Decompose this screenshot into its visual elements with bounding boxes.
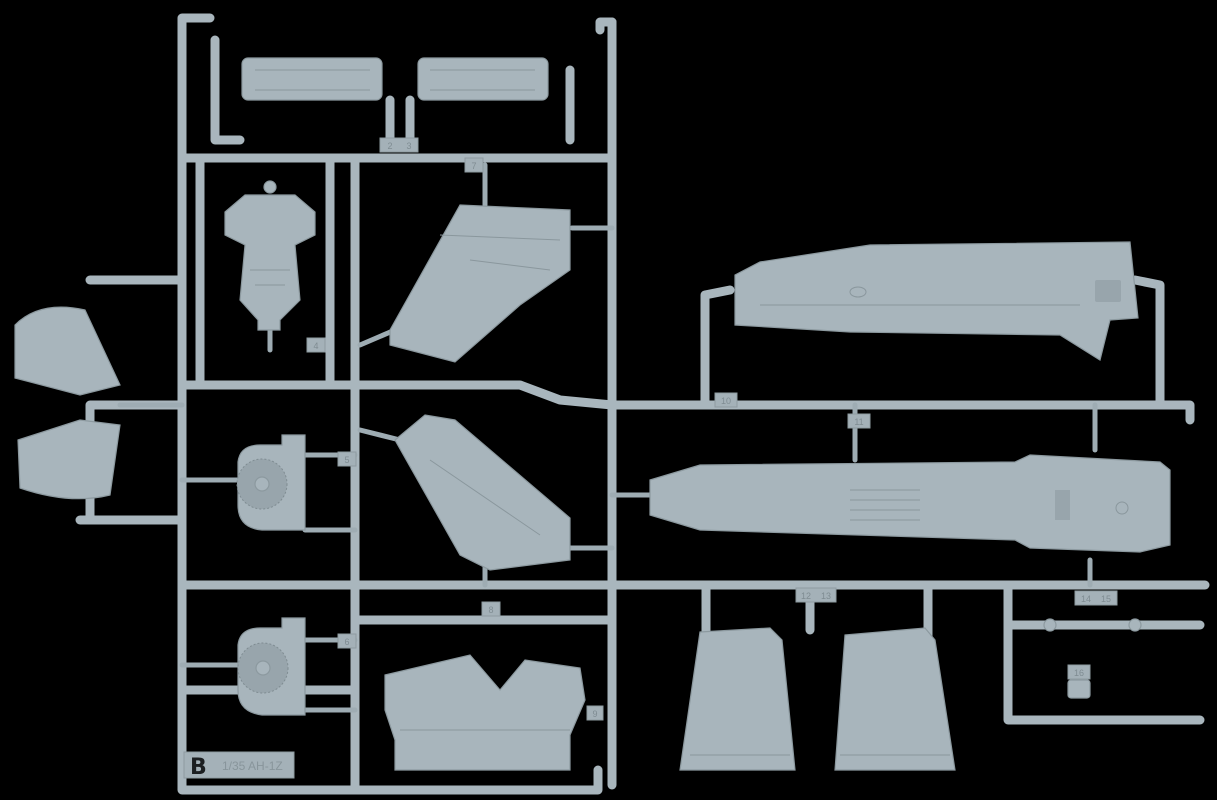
- part-number-tags: 2 3 4 5 6 7 8 9 10: [306, 137, 1118, 721]
- tag-10: 10: [714, 392, 738, 408]
- tag-8: 8: [481, 601, 501, 617]
- part-16-small-part: [1043, 618, 1142, 699]
- tag-5: 5: [337, 451, 357, 467]
- tag-2-3: 2 3: [379, 137, 419, 153]
- kit-scale-label: 1/35 AH-1Z: [222, 759, 283, 773]
- part-13-fin: [834, 627, 956, 771]
- tag-12-13: 12 13: [795, 587, 837, 603]
- part-10-fuselage-top: [734, 241, 1139, 361]
- part-number-3: 3: [406, 141, 411, 151]
- part-left-cowling-lower: [17, 419, 121, 500]
- sprue-letter: B: [190, 755, 207, 780]
- part-number-7: 7: [471, 161, 476, 171]
- part-panel-left: [241, 57, 383, 101]
- part-number-9: 9: [592, 709, 597, 719]
- part-6-engine-fan: [237, 617, 306, 716]
- tag-4: 4: [306, 337, 326, 353]
- part-number-10: 10: [721, 396, 731, 406]
- part-number-8: 8: [488, 605, 493, 615]
- part-number-4: 4: [313, 341, 318, 351]
- tag-9: 9: [586, 705, 604, 721]
- part-12-fin: [679, 627, 796, 771]
- tag-11: 11: [847, 413, 871, 429]
- part-number-11: 11: [854, 417, 863, 427]
- part-11-fuselage-bottom: [649, 454, 1171, 553]
- tag-14-15: 14 15: [1074, 590, 1118, 606]
- tag-6: 6: [337, 633, 357, 649]
- sprue-id-plate: B 1/35 AH-1Z: [183, 751, 295, 780]
- part-5-engine-fan: [236, 434, 306, 531]
- part-number-16: 16: [1074, 668, 1084, 678]
- tag-7: 7: [464, 157, 484, 173]
- part-number-5: 5: [344, 455, 349, 465]
- part-number-15: 15: [1101, 594, 1111, 604]
- part-panel-right: [417, 57, 549, 101]
- sprue-frame: [75, 13, 1210, 795]
- part-left-cowling-upper: [14, 306, 121, 396]
- part-8-wing-half: [394, 414, 571, 571]
- part-gates: [117, 162, 1098, 713]
- part-number-13: 13: [821, 591, 831, 601]
- part-4-housing: [224, 180, 316, 331]
- part-number-6: 6: [344, 637, 349, 647]
- part-7-wing-half: [389, 204, 571, 363]
- part-number-2: 2: [387, 141, 392, 151]
- part-number-14: 14: [1081, 594, 1091, 604]
- tag-16: 16: [1067, 664, 1091, 680]
- part-number-12: 12: [801, 591, 811, 601]
- part-9-intake: [384, 654, 586, 771]
